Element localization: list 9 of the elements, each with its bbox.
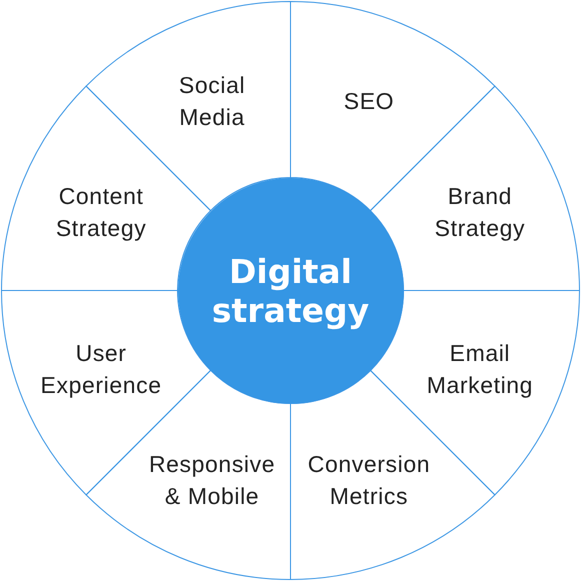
segment-label: Email Marketing bbox=[426, 338, 534, 400]
segment-label: Social Media bbox=[178, 71, 246, 132]
segment-label: Responsive & Mobile bbox=[148, 450, 276, 511]
segment-label: User Experience bbox=[40, 338, 163, 400]
segment-label: Brand Strategy bbox=[434, 182, 526, 244]
segment-label: SEO bbox=[342, 87, 396, 116]
center-label: Digital strategy bbox=[210, 252, 370, 330]
segment-label: Content Strategy bbox=[54, 182, 148, 244]
segment-label: Conversion Metrics bbox=[306, 450, 432, 511]
